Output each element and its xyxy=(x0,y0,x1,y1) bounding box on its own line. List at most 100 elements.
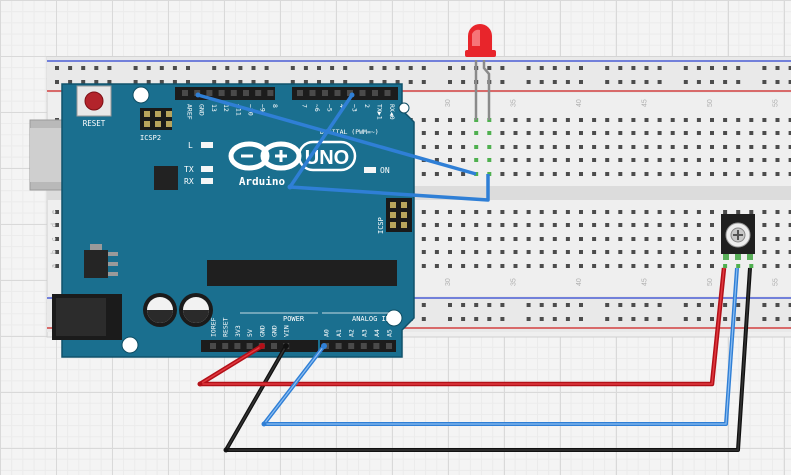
breadboard-hole[interactable] xyxy=(618,158,623,162)
breadboard-hole[interactable] xyxy=(644,210,649,214)
breadboard-hole[interactable] xyxy=(579,145,583,149)
breadboard-hole[interactable] xyxy=(736,210,741,214)
power-pin[interactable] xyxy=(222,343,229,349)
breadboard-hole[interactable] xyxy=(565,317,570,321)
breadboard-hole[interactable] xyxy=(670,210,675,214)
breadboard-hole[interactable] xyxy=(487,250,492,254)
breadboard-hole[interactable] xyxy=(94,80,99,84)
breadboard-hole[interactable] xyxy=(618,66,623,70)
digital-pin[interactable] xyxy=(255,90,262,96)
breadboard-hole[interactable] xyxy=(788,223,791,227)
breadboard-hole[interactable] xyxy=(788,264,791,268)
breadboard-hole[interactable] xyxy=(683,145,688,149)
breadboard-hole[interactable] xyxy=(775,237,780,241)
breadboard-hole[interactable] xyxy=(710,223,714,227)
breadboard-hole[interactable] xyxy=(670,172,675,176)
breadboard-hole[interactable] xyxy=(500,158,505,162)
breadboard-hole[interactable] xyxy=(579,118,583,122)
breadboard-hole[interactable] xyxy=(657,145,662,149)
breadboard-hole[interactable] xyxy=(762,264,767,268)
breadboard-hole[interactable] xyxy=(448,158,452,162)
breadboard-hole[interactable] xyxy=(461,158,466,162)
digital-pin[interactable] xyxy=(347,90,353,96)
breadboard-hole[interactable] xyxy=(434,145,439,149)
breadboard-hole[interactable] xyxy=(434,131,439,135)
breadboard-hole[interactable] xyxy=(579,250,583,254)
breadboard-hole[interactable] xyxy=(225,66,230,70)
breadboard-hole[interactable] xyxy=(526,237,531,241)
breadboard-hole[interactable] xyxy=(657,172,662,176)
breadboard-hole[interactable] xyxy=(657,237,662,241)
breadboard-hole[interactable] xyxy=(736,172,741,176)
breadboard-hole[interactable] xyxy=(369,80,374,84)
breadboard-hole[interactable] xyxy=(762,131,767,135)
breadboard-hole[interactable] xyxy=(448,118,452,122)
breadboard-hole[interactable] xyxy=(723,317,728,321)
breadboard-hole[interactable] xyxy=(775,264,780,268)
breadboard-hole[interactable] xyxy=(448,264,452,268)
breadboard-hole[interactable] xyxy=(618,317,623,321)
breadboard-hole[interactable] xyxy=(657,317,662,321)
breadboard-hole[interactable] xyxy=(186,66,190,70)
breadboard-hole[interactable] xyxy=(592,210,597,214)
breadboard-hole[interactable] xyxy=(579,264,583,268)
breadboard-hole[interactable] xyxy=(618,210,623,214)
breadboard-hole[interactable] xyxy=(644,80,649,84)
breadboard-hole[interactable] xyxy=(631,303,636,307)
breadboard-hole[interactable] xyxy=(670,264,675,268)
breadboard-hole[interactable] xyxy=(500,250,505,254)
power-pin[interactable] xyxy=(246,343,253,349)
breadboard-hole[interactable] xyxy=(618,264,623,268)
breadboard-hole[interactable] xyxy=(500,237,505,241)
breadboard-hole[interactable] xyxy=(723,145,728,149)
breadboard-hole[interactable] xyxy=(513,210,518,214)
breadboard-hole[interactable] xyxy=(749,131,754,135)
power-pin[interactable] xyxy=(234,343,241,349)
breadboard-hole[interactable] xyxy=(696,210,701,214)
breadboard-hole[interactable] xyxy=(55,80,59,84)
breadboard-hole[interactable] xyxy=(683,66,688,70)
breadboard-hole[interactable] xyxy=(788,158,791,162)
breadboard-hole[interactable] xyxy=(710,145,714,149)
breadboard-hole[interactable] xyxy=(421,303,426,307)
breadboard-hole[interactable] xyxy=(552,264,557,268)
breadboard-hole[interactable] xyxy=(657,303,662,307)
breadboard-hole[interactable] xyxy=(526,172,531,176)
breadboard-hole[interactable] xyxy=(579,303,583,307)
breadboard-hole[interactable] xyxy=(775,172,780,176)
breadboard-hole[interactable] xyxy=(68,80,73,84)
breadboard-hole[interactable] xyxy=(749,145,754,149)
breadboard-hole[interactable] xyxy=(710,131,714,135)
breadboard-hole[interactable] xyxy=(592,145,597,149)
breadboard-hole[interactable] xyxy=(408,66,413,70)
breadboard-hole[interactable] xyxy=(736,118,741,122)
breadboard-hole[interactable] xyxy=(421,250,426,254)
analog-pin[interactable] xyxy=(360,343,367,349)
breadboard-hole[interactable] xyxy=(683,131,688,135)
digital-pin[interactable] xyxy=(267,90,274,96)
breadboard-hole[interactable] xyxy=(683,210,688,214)
breadboard-hole[interactable] xyxy=(565,131,570,135)
breadboard-hole[interactable] xyxy=(762,158,767,162)
breadboard-hole[interactable] xyxy=(605,131,610,135)
breadboard-hole[interactable] xyxy=(762,210,767,214)
breadboard-hole[interactable] xyxy=(579,210,583,214)
breadboard-hole[interactable] xyxy=(631,264,636,268)
breadboard-hole[interactable] xyxy=(723,131,728,135)
breadboard-hole[interactable] xyxy=(618,145,623,149)
breadboard-hole[interactable] xyxy=(605,223,610,227)
breadboard-hole[interactable] xyxy=(605,250,610,254)
digital-pin[interactable] xyxy=(334,90,341,96)
breadboard-hole[interactable] xyxy=(526,158,531,162)
breadboard-hole[interactable] xyxy=(592,158,597,162)
breadboard-hole[interactable] xyxy=(107,66,112,70)
breadboard-hole[interactable] xyxy=(631,210,636,214)
breadboard-hole[interactable] xyxy=(736,145,741,149)
breadboard-hole[interactable] xyxy=(579,223,583,227)
breadboard-hole[interactable] xyxy=(710,158,714,162)
digital-pin[interactable] xyxy=(297,90,303,96)
breadboard-hole[interactable] xyxy=(500,118,505,122)
breadboard-hole[interactable] xyxy=(788,317,791,321)
analog-pin[interactable] xyxy=(386,343,392,349)
breadboard-hole[interactable] xyxy=(421,80,426,84)
